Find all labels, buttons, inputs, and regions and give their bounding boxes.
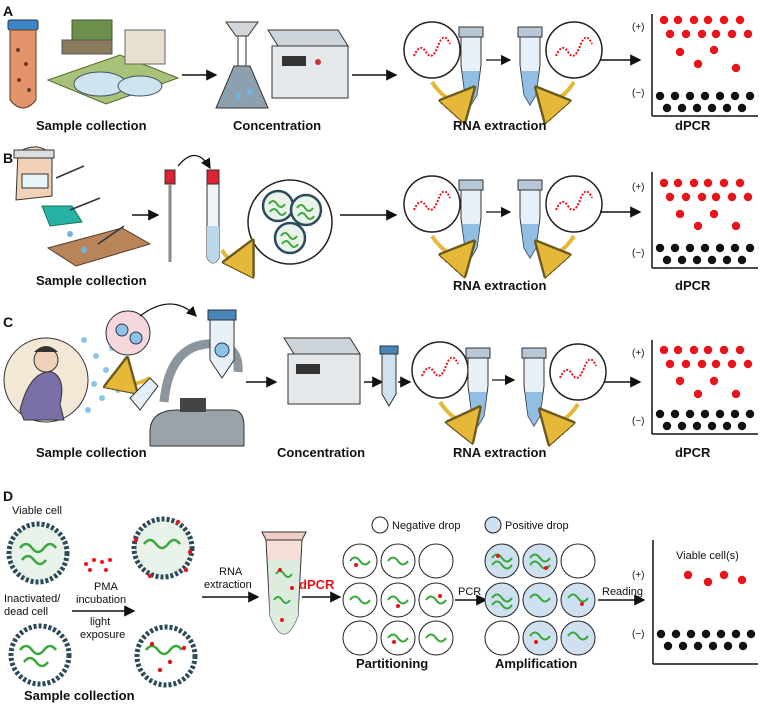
panel-d: D Viable cell Inactivated/ dead cell PMA…	[3, 488, 758, 703]
label-amplification: Amplification	[495, 656, 577, 671]
label-c-dpcr: dPCR	[675, 445, 711, 460]
panel-a-letter: A	[3, 3, 13, 19]
swab-tubes-illustration	[164, 154, 220, 264]
label-dead-cell-2: dead cell	[4, 606, 48, 618]
label-rna: RNA	[219, 566, 243, 578]
panel-a: A	[3, 3, 758, 133]
panel-b: B	[3, 146, 758, 293]
label-b-sample: Sample collection	[36, 273, 147, 288]
dead-cell-virus	[8, 623, 72, 687]
label-partitioning: Partitioning	[356, 656, 428, 671]
legend-negative: Negative drop	[371, 516, 461, 534]
axis-neg-label: (−)	[632, 248, 645, 259]
coughing-person-illustration	[3, 337, 89, 423]
person-swab-illustration	[13, 146, 101, 227]
label-b-rna: RNA extraction	[453, 278, 546, 293]
label-incubation: incubation	[76, 594, 126, 606]
label-c-rna: RNA extraction	[453, 445, 546, 460]
label-light: light	[90, 616, 110, 628]
extraction-tube-d	[261, 531, 307, 635]
label-exposure: exposure	[80, 629, 125, 641]
sample-tube-illustration	[7, 19, 39, 109]
dpcr-plot-a: (+) (−)	[632, 14, 758, 117]
panel-c: C	[3, 303, 758, 460]
axis-pos-label: (+)	[632, 22, 645, 33]
label-pcr: PCR	[458, 586, 481, 598]
treatment-plant-illustration	[46, 19, 180, 105]
panel-b-letter: B	[3, 150, 13, 166]
label-extraction: extraction	[204, 579, 252, 591]
label-d-sample: Sample collection	[24, 688, 135, 703]
panel-d-letter: D	[3, 488, 13, 504]
label-viable-cells: Viable cell(s)	[676, 550, 739, 562]
label-viable-cell: Viable cell	[12, 505, 62, 517]
treated-viable-virus	[131, 516, 195, 580]
partition-grid	[342, 543, 454, 656]
label-a-conc: Concentration	[233, 118, 321, 133]
dpcr-plot-b: (+) (−)	[632, 172, 758, 269]
label-pma: PMA	[94, 581, 119, 593]
label-c-conc: Concentration	[277, 445, 365, 460]
panel-c-letter: C	[3, 314, 13, 330]
collection-tube-c	[207, 309, 237, 379]
surface-board-illustration	[46, 225, 152, 267]
label-a-sample: Sample collection	[36, 118, 147, 133]
virus-bubble-c	[106, 303, 197, 384]
label-dpcr-red: dPCR	[299, 577, 335, 592]
label-a-dpcr: dPCR	[675, 118, 711, 133]
axis-neg-label: (−)	[632, 629, 645, 640]
legend-negative-text: Negative drop	[392, 520, 461, 532]
axis-pos-label: (+)	[632, 182, 645, 193]
label-c-sample: Sample collection	[36, 445, 147, 460]
axis-pos-label: (+)	[632, 348, 645, 359]
label-a-rna: RNA extraction	[453, 118, 546, 133]
axis-neg-label: (−)	[632, 88, 645, 99]
amplified-grid	[484, 543, 596, 656]
axis-pos-label: (+)	[632, 570, 645, 581]
small-tube-c	[379, 345, 399, 407]
dpcr-plot-d: Viable cell(s) (+) (−)	[632, 540, 758, 665]
rna-extraction-illustration-b	[403, 175, 603, 258]
treated-dead-virus	[134, 624, 198, 688]
legend-positive: Positive drop	[484, 516, 569, 534]
rna-extraction-illustration	[403, 21, 603, 105]
axis-neg-label: (−)	[632, 416, 645, 427]
centrifuge-illustration	[267, 29, 349, 99]
pma-dots	[84, 558, 112, 572]
virus-magnification-circle	[220, 179, 333, 264]
rna-extraction-illustration-c	[411, 341, 607, 426]
filter-flask-illustration	[215, 21, 269, 109]
viable-cell-virus	[6, 521, 70, 585]
dpcr-plot-c: (+) (−)	[632, 340, 758, 435]
label-reading: Reading	[602, 586, 643, 598]
label-b-dpcr: dPCR	[675, 278, 711, 293]
legend-positive-text: Positive drop	[505, 520, 569, 532]
centrifuge-illustration-c	[283, 337, 361, 405]
label-dead-cell-1: Inactivated/	[4, 593, 61, 605]
